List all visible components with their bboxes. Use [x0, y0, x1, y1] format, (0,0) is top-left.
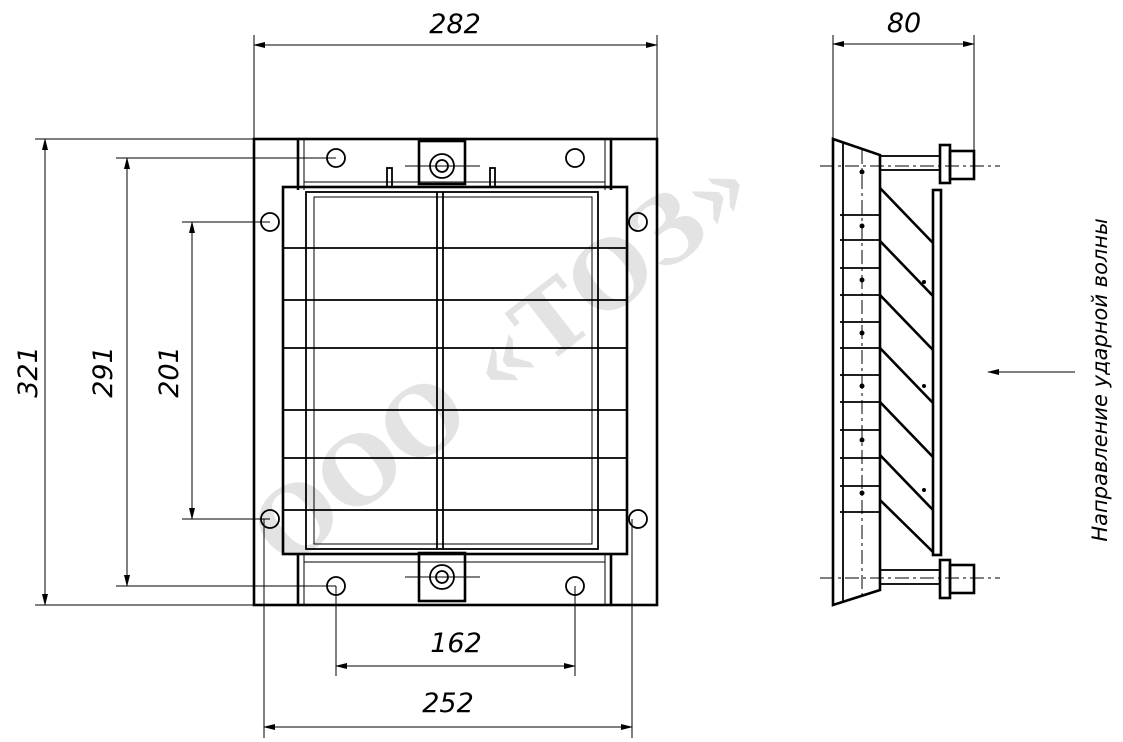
dim-252: 252	[422, 688, 474, 719]
dim-162: 162	[430, 628, 482, 659]
direction-label: Направление ударной волны	[1088, 218, 1112, 541]
side-dimensions: 80	[832, 8, 975, 151]
shock-wave-direction: Направление ударной волны	[987, 218, 1112, 542]
top-lug	[417, 139, 467, 186]
dim-201: 201	[154, 346, 185, 398]
side-back-plate	[931, 188, 943, 557]
dim-80: 80	[887, 8, 921, 39]
dim-282: 282	[429, 9, 481, 40]
side-view	[820, 137, 1000, 607]
dim-291: 291	[88, 346, 119, 398]
dim-321: 321	[13, 346, 44, 398]
side-rivets	[859, 150, 926, 595]
louver-slats	[283, 247, 627, 511]
front-view	[252, 137, 659, 607]
side-plate	[831, 137, 882, 607]
outer-frame	[252, 137, 659, 607]
side-slats	[840, 187, 934, 553]
front-dimensions: 282 321 291 201 162 252	[13, 9, 658, 738]
company-watermark: ООО «ТОЗ»	[232, 131, 773, 587]
